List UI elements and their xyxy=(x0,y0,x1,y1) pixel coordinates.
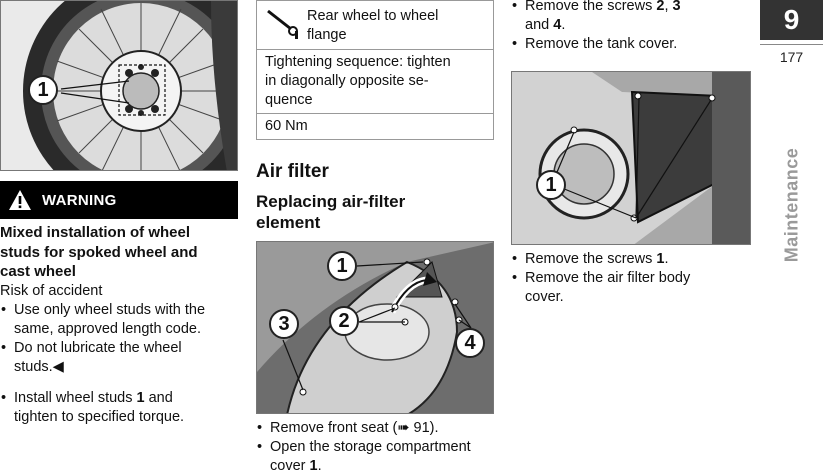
warning-triangle-icon xyxy=(9,190,31,210)
spec-sequence-line-3: quence xyxy=(265,92,313,108)
airfilter-body-photo: 1 xyxy=(511,71,751,245)
step-open-cover: Open the storage compartment cover 1. xyxy=(256,438,502,473)
warning-risk: Risk of accident xyxy=(0,282,103,299)
install-text: Install wheel studs xyxy=(14,389,137,406)
wheel-callout-1: 1 xyxy=(28,75,58,105)
subsection-title: Replacing air-filter element xyxy=(256,191,405,233)
spec-row-torque: 60 Nm xyxy=(257,113,493,139)
install-ref-number: 1 xyxy=(136,389,145,406)
warning-bullet-1-line-2: same, approved length code. xyxy=(14,320,202,337)
page-ref-number[interactable]: 91). xyxy=(409,420,439,436)
step-remove-seat-text: Remove front seat ( xyxy=(270,420,398,436)
warning-heading: Mixed installation of wheel studs for sp… xyxy=(0,223,240,282)
step-open-cover-end: . xyxy=(317,458,322,473)
section-title: Air filter xyxy=(256,161,329,182)
right-step-list-top: Remove the screws 2, 3 and 4. Remove the… xyxy=(511,0,751,54)
spec-title-line-2: flange xyxy=(307,27,347,43)
warning-heading-line-1: Mixed installation of wheel xyxy=(0,224,191,241)
step-screws-1-end: . xyxy=(664,251,669,267)
install-step-line-2: tighten to specified torque. xyxy=(14,408,185,425)
install-text-end: and xyxy=(144,389,173,406)
airfilter-callout-4: 4 xyxy=(455,328,485,358)
step-open-cover-line-1: Open the storage compartment xyxy=(270,439,471,455)
airfilter-photo: 1 2 3 4 xyxy=(256,241,494,414)
warning-body: Mixed installation of wheel studs for sp… xyxy=(0,223,240,427)
screw-ref-4: 4 xyxy=(553,17,562,33)
step-remove-seat: Remove front seat (➠ 91). xyxy=(256,419,502,438)
spec-row-title: Rear wheel to wheel flange xyxy=(257,0,493,49)
step-screws-and: and xyxy=(525,17,554,33)
step-remove-screws-234-line-1: Remove the screws 2, 3 xyxy=(525,0,751,16)
page-ref-arrow-icon: ➠ xyxy=(397,420,410,436)
step-open-cover-line-2: cover 1. xyxy=(270,457,502,473)
step-screws-1-text: Remove the screws xyxy=(525,251,657,267)
warning-label: WARNING xyxy=(42,191,117,209)
spec-title-line-1: Rear wheel to wheel xyxy=(307,8,439,24)
wheel-illustration xyxy=(1,1,237,170)
step-remove-screws-234-line-2: and 4. xyxy=(525,16,751,35)
install-step-list: Install wheel studs 1 and tighten to spe… xyxy=(0,389,240,427)
warning-bullet-list: Use only wheel studs with the same, appr… xyxy=(0,301,240,377)
subsection-title-line-2: element xyxy=(256,213,321,232)
chapter-label: Maintenance xyxy=(781,147,802,263)
warning-bullet-2-line-1: Do not lubricate the wheel xyxy=(14,339,182,356)
warning-banner: WARNING xyxy=(0,181,238,219)
step-screws-text: Remove the screws xyxy=(525,0,657,14)
screw-ref-3: 3 xyxy=(672,0,681,14)
airfilter-callout-3: 3 xyxy=(269,309,299,339)
step-remove-body-cover-line-2: cover. xyxy=(525,289,564,305)
airfilter-callout-2: 2 xyxy=(329,306,359,336)
step-open-cover-ref: 1 xyxy=(309,458,318,473)
spec-sequence-line-2: in diagonally opposite se- xyxy=(265,73,429,89)
step-remove-screws-1: Remove the screws 1. xyxy=(511,250,751,269)
step-remove-tank-cover: Remove the tank cover. xyxy=(511,35,751,54)
torque-wrench-icon xyxy=(267,9,298,39)
middle-step-list: Remove front seat (➠ 91). Open the stora… xyxy=(256,419,502,473)
install-step-line-1: Install wheel studs 1 and xyxy=(14,389,240,408)
screw-ref-2: 2 xyxy=(656,0,665,14)
warning-bullet-1: Use only wheel studs with the same, appr… xyxy=(0,301,240,339)
subsection-title-line-1: Replacing air-filter xyxy=(256,192,406,211)
right-step-list-bottom: Remove the screws 1. Remove the air filt… xyxy=(511,250,751,307)
airfilter-body-callout-1: 1 xyxy=(536,170,566,200)
spec-row-sequence: Tightening sequence: tighten in diagonal… xyxy=(257,49,493,113)
step-remove-body-cover-line-1: Remove the air filter body xyxy=(525,270,691,286)
step-screws-end: . xyxy=(561,17,566,33)
warning-bullet-2: Do not lubricate the wheel studs.◀ xyxy=(0,339,240,377)
step-remove-screws-234: Remove the screws 2, 3 and 4. xyxy=(511,0,751,35)
wheel-photo: 1 xyxy=(0,0,238,171)
warning-bullet-2-line-2: studs.◀ xyxy=(14,358,64,375)
chapter-number-tab: 9 xyxy=(760,0,823,40)
screw-ref-separator: , xyxy=(664,0,673,14)
step-open-cover-text: cover xyxy=(270,458,310,473)
step-remove-body-cover: Remove the air filter body cover. xyxy=(511,269,751,307)
spec-table: Rear wheel to wheel flange Tightening se… xyxy=(256,0,494,140)
spec-sequence-line-1: Tightening sequence: tighten xyxy=(265,54,451,70)
warning-bullet-1-line-1: Use only wheel studs with the xyxy=(14,301,206,318)
airfilter-callout-1: 1 xyxy=(327,251,357,281)
install-step: Install wheel studs 1 and tighten to spe… xyxy=(0,389,240,427)
screw-ref-1: 1 xyxy=(656,251,665,267)
warning-heading-line-3: cast wheel xyxy=(0,263,76,280)
warning-heading-line-2: studs for spoked wheel and xyxy=(0,243,198,261)
airfilter-body-illustration xyxy=(512,72,750,244)
page-number: 177 xyxy=(760,44,823,65)
